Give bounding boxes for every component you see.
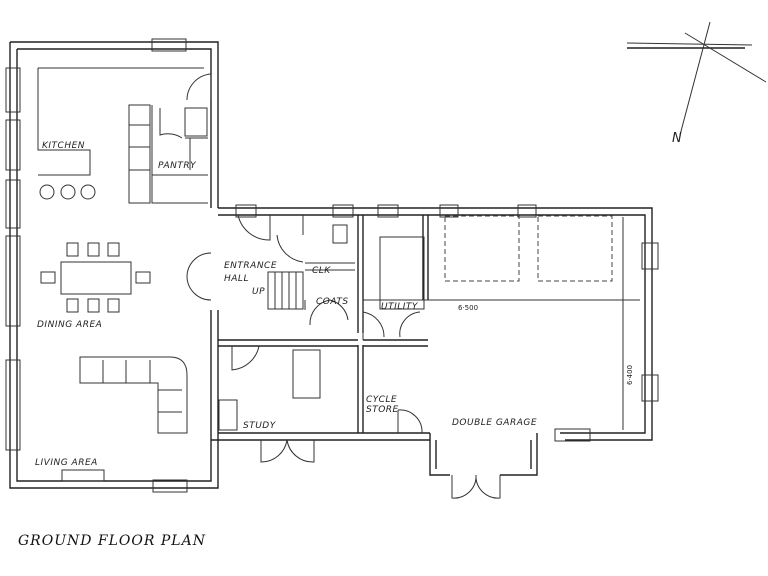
stairs-up-label: UP [252,287,265,297]
room-label-study: STUDY [243,421,277,431]
dimension-garage-depth: 6·400 [626,365,634,385]
room-label-garage: DOUBLE GARAGE [452,418,537,428]
room-label-dining: DINING AREA [37,320,102,330]
room-label-hall: HALL [224,274,249,284]
corner-sofa [61,356,188,482]
north-arrow [626,21,767,136]
room-label-coats: COATS [316,297,349,307]
north-label: N [672,131,682,146]
room-label-living: LIVING AREA [35,458,98,468]
kitchen-units [37,67,208,204]
drawing-title: GROUND FLOOR PLAN [18,533,206,549]
room-label-pantry: PANTRY [158,161,197,171]
room-label-clk: CLK [312,266,331,276]
room-label-utility: UTILITY [381,302,419,312]
room-label-store: STORE [366,405,399,415]
room-label-kitchen: KITCHEN [42,141,85,151]
dimension-garage-width: 6·500 [458,304,478,312]
right-wing-walls [211,204,659,499]
room-label-entrance: ENTRANCE [224,261,277,271]
entrance-french-doors [186,252,212,301]
left-wing-walls [5,38,219,493]
dining-table [40,242,151,313]
room-label-cycle: CYCLE [366,395,397,405]
